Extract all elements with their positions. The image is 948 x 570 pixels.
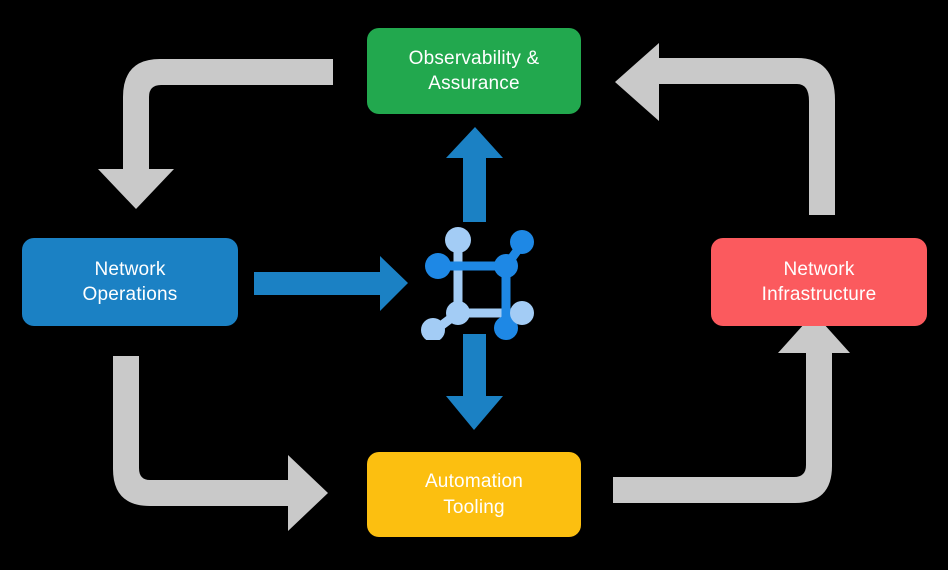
node-label-network-operations: Network Operations <box>82 258 178 305</box>
node-box-observability[interactable]: Observability & Assurance <box>367 28 581 114</box>
center-arrow-up <box>446 127 503 222</box>
center-arrow-right <box>254 256 408 311</box>
center-arrow-down <box>446 334 503 430</box>
topology-nodes <box>421 227 534 340</box>
node-box-automation-tooling[interactable]: Automation Tooling <box>367 452 581 537</box>
cycle-arrow-bottom-left <box>113 356 328 531</box>
network-topology-icon <box>421 227 534 340</box>
node-label-network-infrastructure: Network Infrastructure <box>761 258 877 305</box>
cycle-arrow-bottom-right <box>613 313 850 503</box>
node-box-network-infrastructure[interactable]: Network Infrastructure <box>711 238 927 326</box>
node-label-automation-tooling: Automation Tooling <box>424 471 524 518</box>
node-box-network-operations[interactable]: Network Operations <box>22 238 238 326</box>
cycle-arrow-top-right <box>615 43 835 215</box>
cycle-arrow-top-left <box>98 59 333 209</box>
node-label-observability: Observability & Assurance <box>408 47 540 94</box>
